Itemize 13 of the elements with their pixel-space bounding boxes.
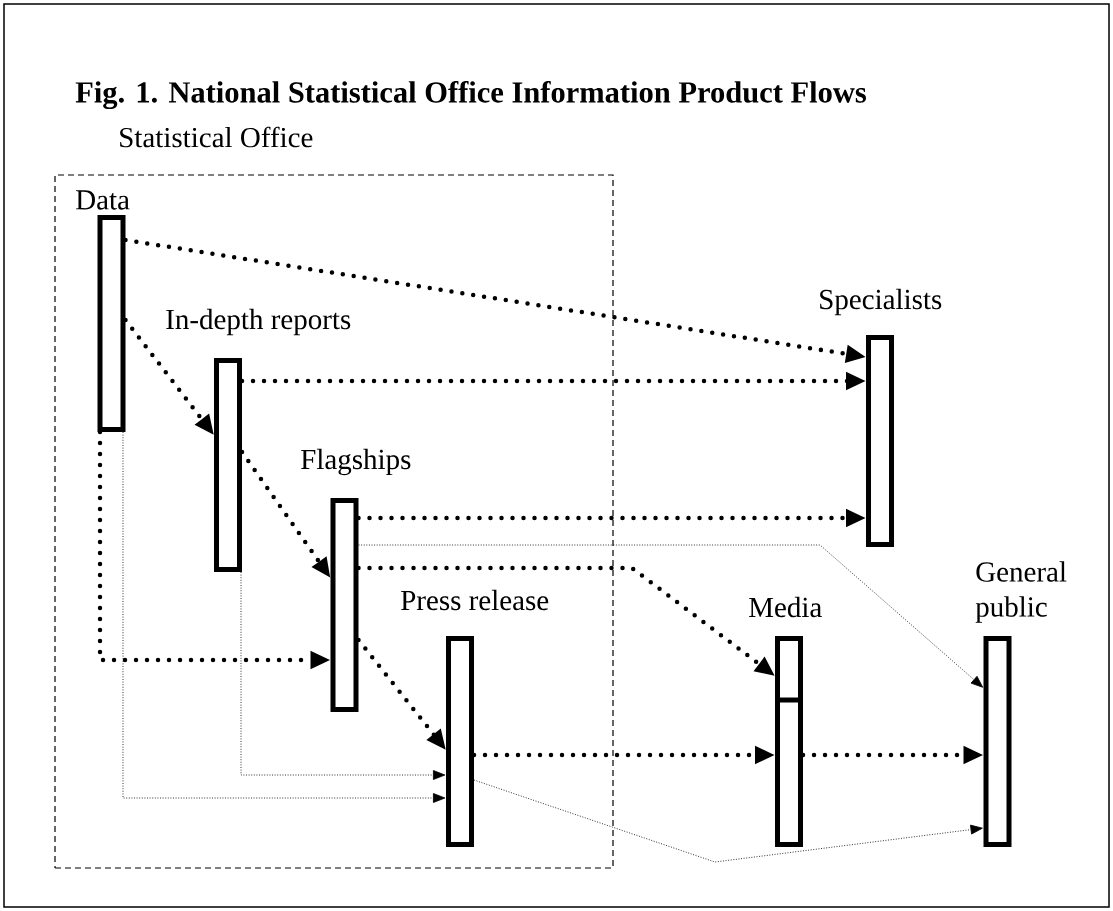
bar-label: Data <box>76 190 130 210</box>
bar-label: Specialists <box>820 288 942 316</box>
bar-label: In-depth reports <box>166 308 351 336</box>
arrow <box>240 571 446 780</box>
bar-label: Press release <box>401 589 549 611</box>
arrow <box>122 431 446 803</box>
bar-label: Media <box>749 596 822 618</box>
group-label: Statistical Office <box>120 126 313 148</box>
figure-title: Fig. 1. National Statistical Office Information Product Flows <box>75 80 866 110</box>
bar-label: General public <box>975 561 1067 623</box>
arrow <box>358 544 984 688</box>
arrow <box>473 779 983 863</box>
bar-label: Flagships <box>301 448 411 476</box>
